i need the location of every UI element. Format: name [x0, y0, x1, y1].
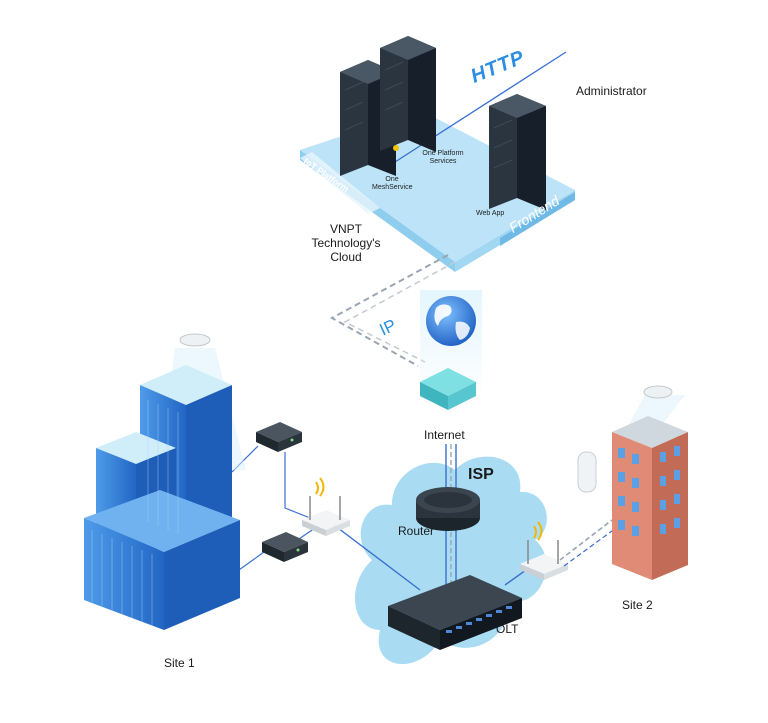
administrator-label: Administrator: [576, 84, 647, 98]
site2-label: Site 2: [622, 598, 653, 612]
router-label: Router: [398, 524, 435, 538]
one-platform-services-label: One Platform Services: [422, 150, 464, 165]
olt-chassis-icon: [388, 575, 522, 650]
office-building-icon: [84, 333, 246, 630]
switch-icon: [256, 422, 302, 452]
one-meshservice-label: One MeshService: [372, 176, 413, 191]
wifi-access-point-icon: [577, 451, 597, 493]
cloud-internet-link: [329, 254, 449, 367]
router-icon: [416, 487, 480, 531]
server-rack-icon: [380, 36, 436, 152]
wifi-access-point-icon: [643, 385, 673, 399]
internet-box-icon: [420, 368, 476, 410]
wifi-access-point-icon: [179, 333, 211, 347]
site2-links: [559, 519, 617, 567]
site1-label: Site 1: [164, 656, 195, 670]
cloud-label: VNPT Technology's Cloud: [311, 222, 381, 264]
olt-site1-link: [329, 521, 421, 591]
apartment-building-icon: [577, 385, 688, 580]
cloud-internet-link: [343, 261, 456, 363]
web-app-label: Web App: [476, 210, 505, 217]
wifi-router-icon: [520, 521, 568, 580]
internet-label: Internet: [424, 428, 465, 442]
switch-icon: [262, 532, 308, 562]
isp-label: ISP: [468, 466, 494, 483]
olt-label: OLT: [496, 622, 519, 636]
server-rack-icon: [489, 94, 546, 210]
wifi-router-icon: [302, 477, 350, 536]
